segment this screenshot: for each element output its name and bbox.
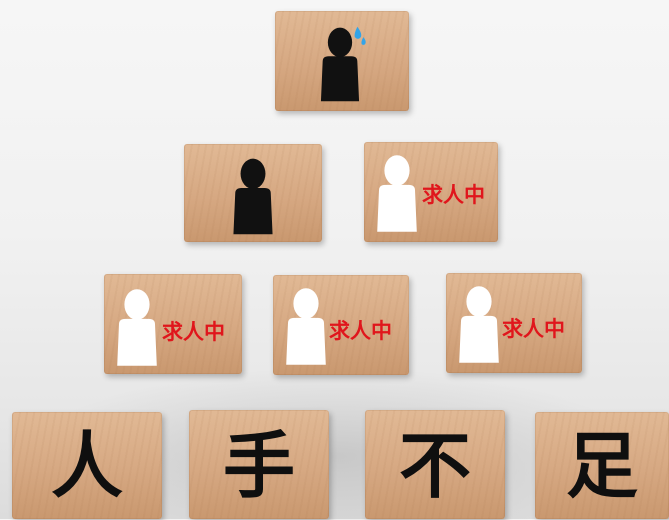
block-row3-2: 求人中 <box>273 275 409 375</box>
person-vacant-icon <box>452 283 506 365</box>
block-row3-3: 求人中 <box>446 273 582 373</box>
sweat-drop-icon <box>354 26 362 39</box>
block-char-1: 人 <box>12 412 162 519</box>
person-vacant-icon <box>370 152 424 234</box>
person-vacant-icon <box>279 285 333 367</box>
recruiting-label: 求人中 <box>329 319 392 343</box>
char-fu: 不 <box>398 424 471 508</box>
block-char-4: 足 <box>535 412 669 519</box>
recruiting-label: 求人中 <box>502 317 565 341</box>
char-soku: 足 <box>565 424 638 508</box>
block-row2-1 <box>184 144 322 242</box>
block-top <box>275 11 409 111</box>
block-row2-2: 求人中 <box>364 142 498 242</box>
person-vacant-icon <box>110 286 164 368</box>
block-row3-1: 求人中 <box>104 274 242 374</box>
recruiting-label: 求人中 <box>162 320 225 344</box>
recruiting-label: 求人中 <box>422 183 485 207</box>
person-filled-icon <box>226 156 280 236</box>
person-sweating-icon <box>314 26 366 105</box>
block-char-3: 不 <box>365 410 505 519</box>
block-char-2: 手 <box>189 410 329 519</box>
char-hito: 人 <box>50 424 123 508</box>
char-te: 手 <box>222 424 295 508</box>
